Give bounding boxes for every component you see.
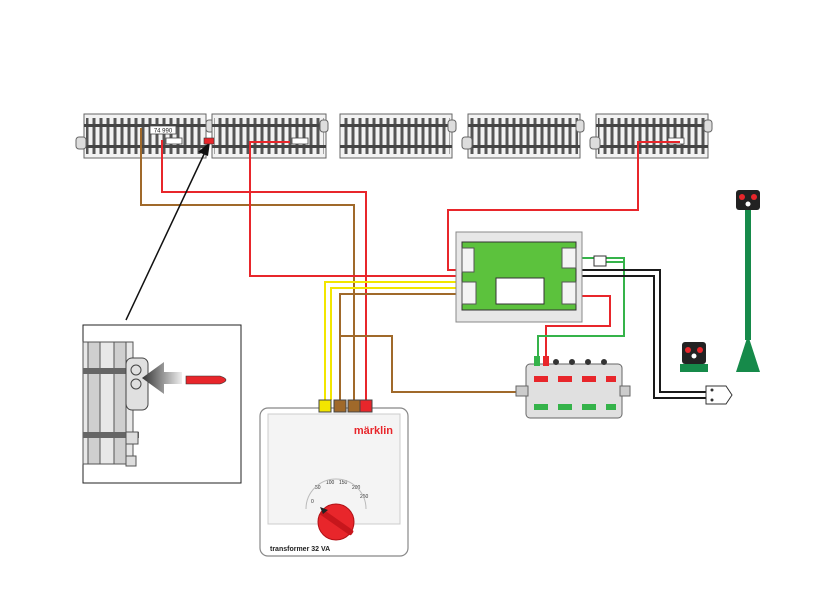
track-segment-1: 74 990 <box>76 114 214 158</box>
transformer: märklin 0 50 100 150 200 250 transformer… <box>260 400 408 556</box>
track-plug <box>204 138 214 144</box>
dial-tick-50: 50 <box>315 485 321 491</box>
red-plug-icon <box>186 376 226 384</box>
pointer-line <box>126 150 206 320</box>
brand-logo: märklin <box>354 425 393 437</box>
yellow-wire-1 <box>325 282 462 400</box>
tall-signal <box>736 190 760 372</box>
track-segment-2 <box>212 114 328 158</box>
dial-tick-0: 0 <box>311 499 314 505</box>
switch-box <box>516 356 630 418</box>
red-wire-decoder-in <box>250 142 462 276</box>
track-row: 74 990 <box>76 114 712 158</box>
dial-tick-100: 100 <box>326 480 335 486</box>
transformer-terminals <box>319 400 372 412</box>
transformer-model: transformer 32 VA <box>270 546 330 553</box>
small-signal <box>680 342 708 372</box>
track-segment-4 <box>462 114 584 158</box>
track-segment-3 <box>340 114 456 158</box>
speed-knob[interactable] <box>318 504 354 540</box>
brown-wire-decoder <box>340 294 462 400</box>
yellow-wire-2 <box>331 288 462 400</box>
track-label: 74 990 <box>154 129 173 135</box>
connector-plug <box>706 386 732 404</box>
track-segment-5 <box>590 114 712 158</box>
inset-detail <box>83 325 241 483</box>
